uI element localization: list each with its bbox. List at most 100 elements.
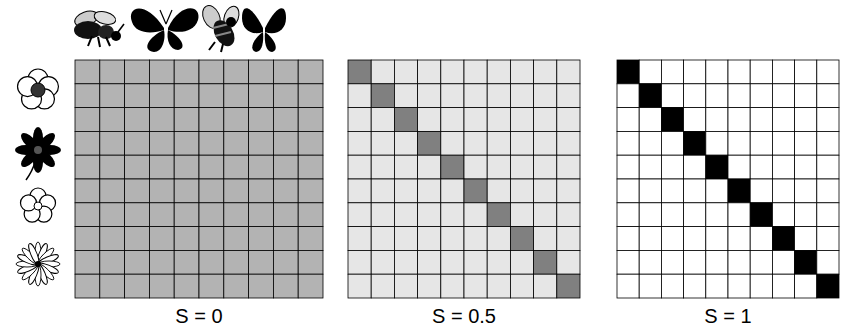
- matrix-cell: [199, 131, 224, 155]
- matrix-cell: [750, 179, 772, 203]
- matrix-cell: [557, 250, 580, 274]
- matrix-cell: [534, 227, 557, 251]
- matrix-cell: [728, 227, 750, 251]
- matrix-cell: [371, 203, 394, 227]
- matrix-cell: [772, 250, 794, 274]
- matrix-cell: [149, 108, 174, 132]
- matrix-cell: [100, 250, 125, 274]
- matrix-cell: [199, 250, 224, 274]
- matrix-cell: [298, 84, 323, 108]
- matrix-cell: [371, 179, 394, 203]
- matrix-cell: [75, 203, 100, 227]
- matrix-cell: [706, 84, 728, 108]
- matrix-cell: [617, 108, 639, 132]
- matrix-cell: [441, 274, 464, 298]
- matrix-cell: [464, 274, 487, 298]
- specialization-label: S = 0.5: [432, 305, 496, 328]
- matrix-cell: [125, 227, 150, 251]
- matrix-cell: [706, 155, 728, 179]
- matrix-cell: [224, 274, 249, 298]
- matrix-cell: [557, 84, 580, 108]
- matrix-cell: [639, 155, 661, 179]
- matrix-cell: [418, 179, 441, 203]
- matrix-cell: [684, 250, 706, 274]
- matrix-cell: [661, 60, 683, 84]
- matrix-cell: [772, 131, 794, 155]
- matrix-cell: [487, 131, 510, 155]
- matrix-cell: [534, 155, 557, 179]
- matrix-cell: [534, 203, 557, 227]
- matrix-cell: [441, 84, 464, 108]
- matrix-cell: [394, 227, 417, 251]
- matrix-cell: [441, 227, 464, 251]
- matrix-cell: [706, 250, 728, 274]
- matrix-cell: [249, 274, 274, 298]
- matrix-cell: [557, 203, 580, 227]
- matrix-cell: [199, 227, 224, 251]
- interaction-matrices: [75, 60, 839, 298]
- matrix-cell: [464, 179, 487, 203]
- matrix-cell: [371, 60, 394, 84]
- matrix-cell: [487, 250, 510, 274]
- matrix-cell: [817, 108, 839, 132]
- matrix-cell: [348, 108, 371, 132]
- matrix-cell: [100, 155, 125, 179]
- matrix-cell: [795, 155, 817, 179]
- matrix-cell: [464, 203, 487, 227]
- matrix-cell: [817, 227, 839, 251]
- matrix-cell: [149, 155, 174, 179]
- matrix-cell: [149, 274, 174, 298]
- matrix-cell: [394, 250, 417, 274]
- matrix-cell: [418, 108, 441, 132]
- matrix-cell: [534, 84, 557, 108]
- matrix-cell: [617, 60, 639, 84]
- matrix-cell: [298, 60, 323, 84]
- matrix-cell: [728, 274, 750, 298]
- matrix-cell: [487, 179, 510, 203]
- matrix-cell: [510, 250, 533, 274]
- matrix-cell: [394, 179, 417, 203]
- matrix-cell: [617, 131, 639, 155]
- matrix-cell: [199, 60, 224, 84]
- matrix-cell: [125, 155, 150, 179]
- matrix-cell: [728, 108, 750, 132]
- matrix-cell: [639, 227, 661, 251]
- matrix-cell: [249, 250, 274, 274]
- matrix-cell: [661, 179, 683, 203]
- matrix-cell: [557, 179, 580, 203]
- matrix-cell: [394, 84, 417, 108]
- matrix-cell: [639, 131, 661, 155]
- matrix-cell: [817, 84, 839, 108]
- matrix-cell: [750, 250, 772, 274]
- matrix-cell: [249, 227, 274, 251]
- matrix-cell: [795, 227, 817, 251]
- matrix-cell: [418, 203, 441, 227]
- matrix-cell: [534, 250, 557, 274]
- matrix-cell: [750, 274, 772, 298]
- matrix-cell: [273, 274, 298, 298]
- matrix-cell: [750, 227, 772, 251]
- matrix-cell: [487, 203, 510, 227]
- matrix-cell: [534, 179, 557, 203]
- matrix-cell: [661, 131, 683, 155]
- matrix-cell: [174, 60, 199, 84]
- matrix-cell: [371, 274, 394, 298]
- matrix-cell: [772, 203, 794, 227]
- matrix-cell: [464, 60, 487, 84]
- matrix-cell: [817, 250, 839, 274]
- matrix-cell: [125, 84, 150, 108]
- matrix-cell: [298, 179, 323, 203]
- matrix-cell: [795, 179, 817, 203]
- matrix-cell: [418, 250, 441, 274]
- matrix-cell: [750, 84, 772, 108]
- matrix-cell: [795, 274, 817, 298]
- matrix-cell: [510, 227, 533, 251]
- matrix-cell: [348, 203, 371, 227]
- matrix-cell: [75, 227, 100, 251]
- matrix-cell: [661, 227, 683, 251]
- matrix-cell: [348, 274, 371, 298]
- matrix-cell: [728, 84, 750, 108]
- matrix-cell: [639, 274, 661, 298]
